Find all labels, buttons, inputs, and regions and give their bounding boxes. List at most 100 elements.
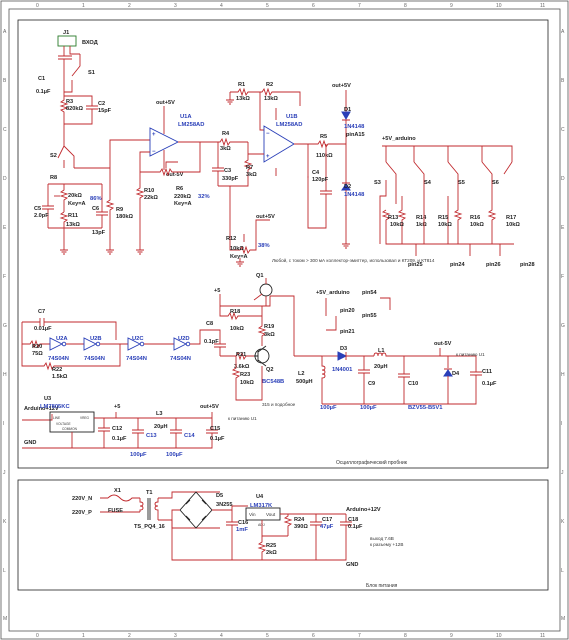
r18-ref: R18 <box>230 309 240 315</box>
d4-value: BZV55-B5V1 <box>408 405 443 411</box>
c16-ref: C16 <box>238 520 248 526</box>
r1-value: 13kΩ <box>236 96 250 102</box>
row-label: G <box>3 323 7 329</box>
c12-value: 0.1µF <box>112 436 127 442</box>
u1b-ref: U1B <box>286 114 298 120</box>
r12-key: Key=A <box>230 254 248 260</box>
col-label: 7 <box>358 3 361 9</box>
c10-value: 100µF <box>360 405 377 411</box>
c10-ref: C10 <box>408 381 418 387</box>
d2-ref: D2 <box>344 184 351 190</box>
c6-value: 13pF <box>92 230 106 236</box>
r6-percent: 32% <box>198 194 210 200</box>
r5-value: 110kΩ <box>316 153 333 159</box>
u4-pin-adj: ADJ <box>258 523 265 527</box>
u1a-supply-pos: out+5V <box>156 100 175 106</box>
row-label: I <box>561 421 562 427</box>
r10-value: 22kΩ <box>144 195 158 201</box>
col-label: 9 <box>450 3 453 9</box>
psu-out-note: выход 7.6В <box>370 536 394 541</box>
row-label: J <box>3 470 6 476</box>
col-label: 6 <box>312 633 315 639</box>
r16-ref: R16 <box>470 215 480 221</box>
r3-value: 820kΩ <box>66 106 83 112</box>
psu-out: Arduino+12V <box>346 507 381 513</box>
c14-value: 100µF <box>166 452 183 458</box>
c3-ref: C3 <box>224 168 231 174</box>
arduino-5v: +5V_arduino <box>316 290 350 296</box>
switch-bank-supply: +5V_arduino <box>382 136 416 142</box>
osc-supply: +5 <box>214 288 220 294</box>
r10-ref: R10 <box>144 188 154 194</box>
col-label: 11 <box>540 633 545 639</box>
col-label: 3 <box>174 3 177 9</box>
u4-ref: U4 <box>256 494 264 500</box>
pin-21: pin21 <box>340 329 355 335</box>
r19-value: 3kΩ <box>264 332 275 338</box>
col-label: 1 <box>82 3 85 9</box>
u3-pin-line: LINE <box>53 416 60 420</box>
bridge-d5 <box>179 491 213 529</box>
c9-ref: C9 <box>368 381 375 387</box>
l1-value: 20µH <box>374 364 388 370</box>
c9-value: 100µF <box>320 405 337 411</box>
inner-frame <box>8 8 561 632</box>
r15-ref: R15 <box>438 215 448 221</box>
gnd-label: GND <box>24 440 36 446</box>
row-label: L <box>561 568 564 574</box>
col-label: 0 <box>36 633 39 639</box>
row-label: D <box>561 176 565 182</box>
c8-value: 0.1pF <box>204 339 219 345</box>
psu-out-note-2: к разъему +12В <box>370 542 403 547</box>
r19-ref: R19 <box>264 324 274 330</box>
t1-value: TS_PQ4_16 <box>134 524 165 530</box>
r17-value: 10kΩ <box>506 222 520 228</box>
dc-converter: D3 1N4001 L2 500µH C9 100µF L1 20µH C10 … <box>296 341 497 411</box>
s1-ref: S1 <box>88 70 95 76</box>
regulator-5v: Arduino+12V GND U3 LM7805KC LINE VREG VO… <box>22 396 257 458</box>
col-label: 5 <box>266 633 269 639</box>
r23-ref: R23 <box>240 372 250 378</box>
pin-55: pin55 <box>362 313 377 319</box>
r11-value: 13kΩ <box>66 222 80 228</box>
row-labels-left: A B C D E F G H I J K L M <box>3 29 7 622</box>
pin-24: pin24 <box>450 262 465 268</box>
l1-ref: L1 <box>378 348 385 354</box>
s5-ref: S5 <box>458 180 465 186</box>
c11-ref: C11 <box>482 369 492 375</box>
c5-ref: C5 <box>34 206 41 212</box>
c6-ref: C6 <box>92 206 99 212</box>
psu-gnd: GND <box>346 562 358 568</box>
u2d-ref: U2D <box>178 336 190 342</box>
column-labels-bottom: 0 1 2 3 4 5 6 7 8 9 10 11 <box>36 633 545 639</box>
oscillator: +5 C7 0.01µF R20 75Ω U2A 74S04N U2B 74S0… <box>21 288 220 380</box>
row-label: K <box>561 519 565 525</box>
u2b-value: 74S04N <box>84 356 105 362</box>
arduino-12v-in: Arduino+12V <box>24 406 59 412</box>
u2d-value: 74S04N <box>170 356 191 362</box>
c5-value: 2.0pF <box>34 213 49 219</box>
col-label: 5 <box>266 3 269 9</box>
r3-ref: R3 <box>66 99 73 105</box>
input-stage: J1 ВХОД C1 0.1µF S1 R3 820kΩ C2 15pF S2 … <box>34 30 150 255</box>
col-label: 4 <box>220 3 223 9</box>
r21-value: 3.6kΩ <box>234 364 250 370</box>
row-label: D <box>3 176 7 182</box>
r12-percent: 38% <box>258 243 270 249</box>
row-label: A <box>561 29 565 35</box>
switch-bank: +5V_arduino S3 S4 S5 S6 R13 10kΩ R14 1kΩ… <box>374 136 535 268</box>
pin-28: pin28 <box>520 262 535 268</box>
u3-pin-vreg: VREG <box>80 416 90 420</box>
q2-ref: Q2 <box>266 367 273 373</box>
l2-value: 500µH <box>296 379 313 385</box>
col-label: 8 <box>404 633 407 639</box>
c2-value: 15pF <box>98 108 112 114</box>
row-label: E <box>561 225 565 231</box>
r5-ref: R5 <box>320 134 327 140</box>
r2-value: 13kΩ <box>264 96 278 102</box>
row-label: B <box>561 78 565 84</box>
connector-j1 <box>57 35 77 47</box>
reg-to-u1: к питанию U1 <box>228 416 257 421</box>
converter-out: out-5V <box>434 341 452 347</box>
